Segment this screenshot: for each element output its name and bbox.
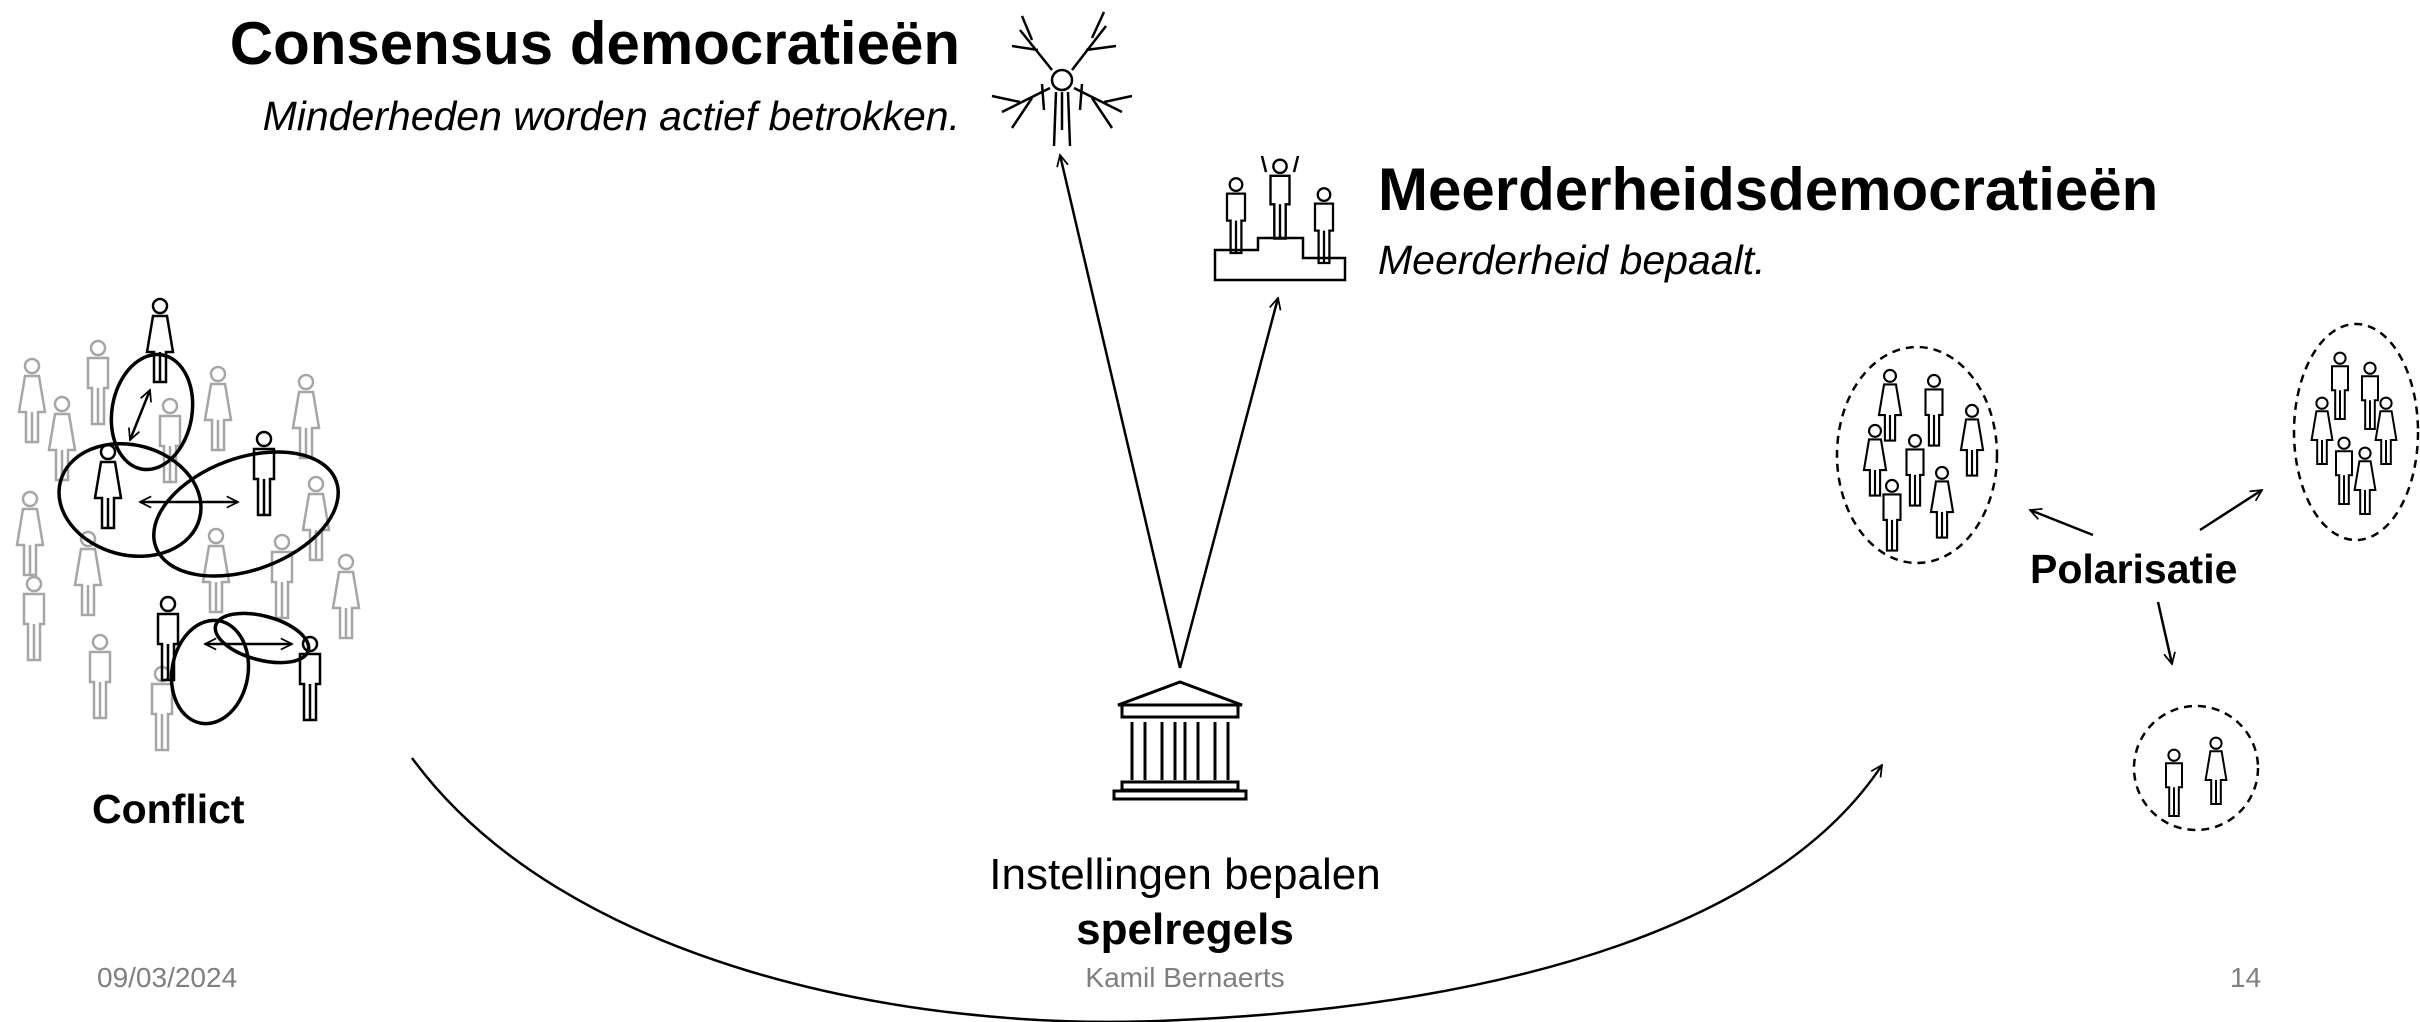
majority-title: Meerderheidsdemocratieën	[1378, 156, 2159, 223]
conflict-group	[57, 297, 340, 726]
group-icon	[1835, 322, 2420, 832]
arrow-to-consensus	[1060, 155, 1182, 669]
institutions-text: Instellingen bepalen	[989, 850, 1381, 899]
conflict-label: Conflict	[92, 786, 245, 832]
polarisation-arrows	[2030, 490, 2262, 664]
arrow-to-majority	[1178, 298, 1278, 669]
institutions-rules-text: spelregels	[1076, 905, 1294, 954]
building-icon	[1112, 680, 1248, 801]
page-number: 14	[2230, 962, 2262, 993]
majority-subtitle: Meerderheid bepaalt.	[1378, 237, 1766, 283]
footer-date: 09/03/2024	[97, 962, 238, 993]
podium-icon	[1213, 155, 1347, 282]
consensus-title: Consensus democratieën	[229, 10, 960, 77]
consensus-subtitle: Minderheden worden actief betrokken.	[262, 93, 960, 139]
footer-author: Kamil Bernaerts	[1085, 962, 1285, 993]
curve-arrow-conflict-to-polarisation	[410, 757, 1882, 1022]
polarisation-label: Polarisatie	[2030, 546, 2238, 592]
hands-icon	[991, 11, 1133, 147]
